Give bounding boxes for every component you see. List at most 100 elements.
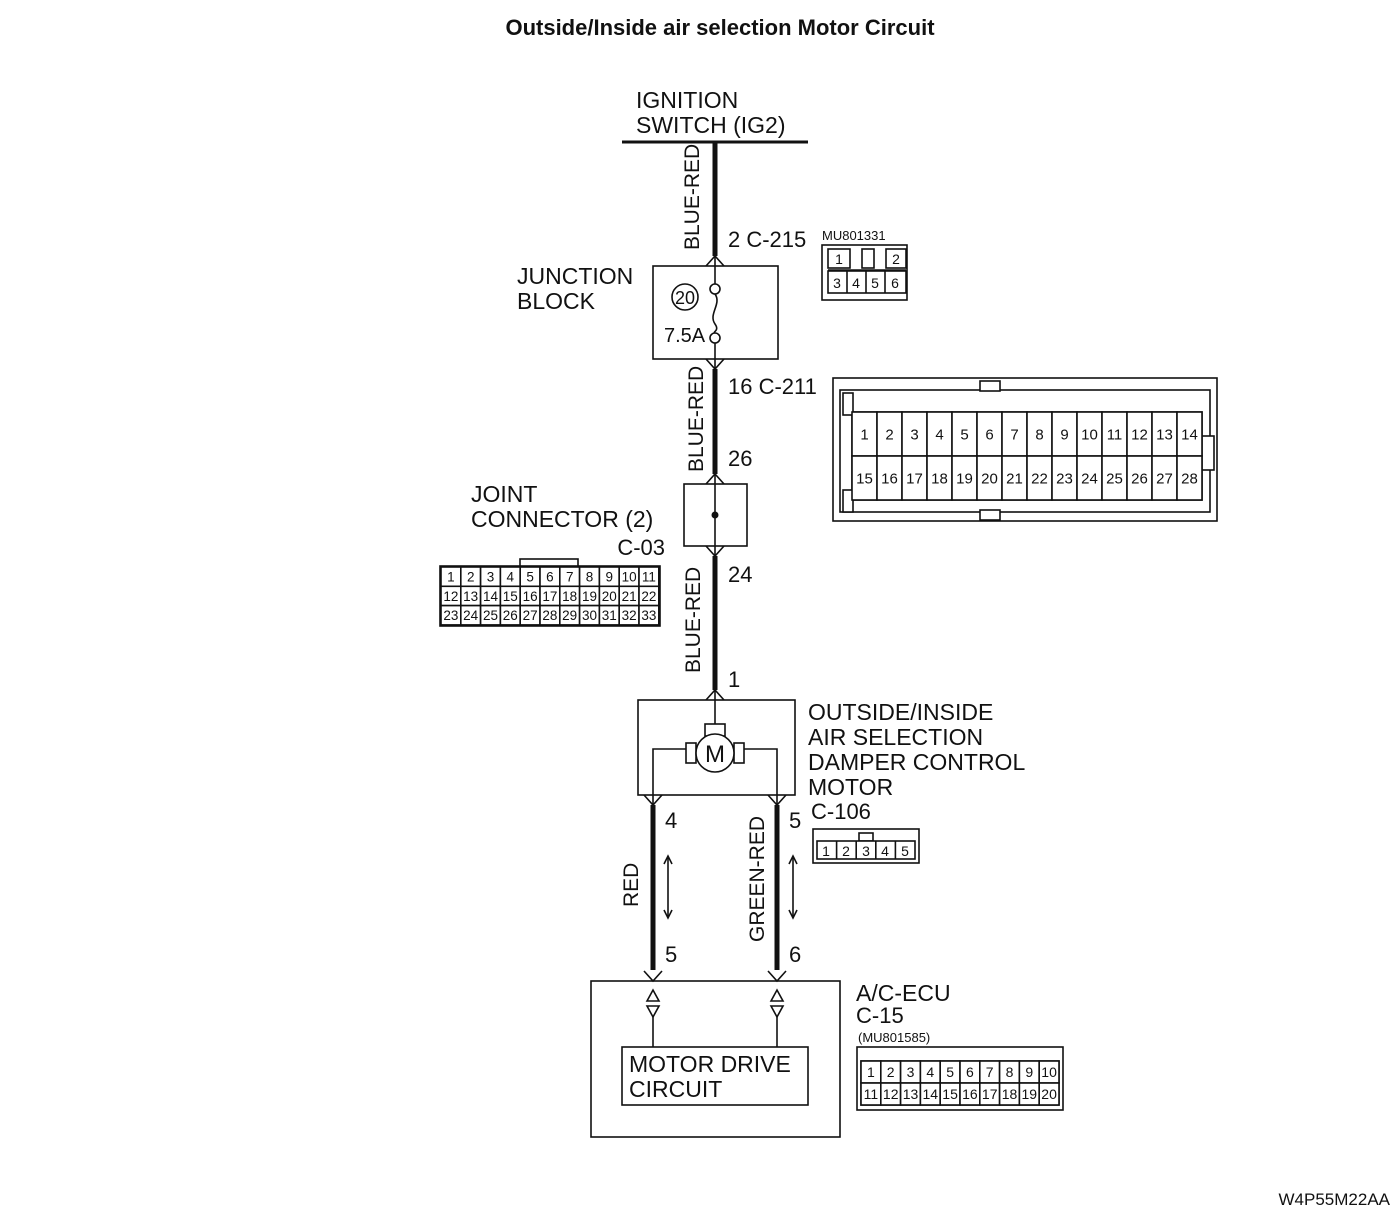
c03-pin-1: 1: [447, 570, 455, 585]
joint-pin-in: 26: [728, 446, 752, 471]
c03-pin-7: 7: [566, 570, 574, 585]
joint-connector-code: C-03: [617, 535, 665, 560]
c211-pin-17: 17: [906, 470, 923, 487]
c106-pin-4: 4: [881, 843, 889, 859]
c15-pin-8: 8: [1006, 1064, 1014, 1080]
c15-pin-20: 20: [1041, 1086, 1057, 1102]
c106-connector-face: 1 2 3 4 5: [812, 828, 920, 864]
c211-pin-cell: [1001, 411, 1028, 457]
motor-label-2: AIR SELECTION: [808, 724, 983, 750]
c15-pin-16: 16: [962, 1086, 978, 1102]
fuse-terminal-top: [709, 283, 721, 295]
wire-label-blue-red-2: BLUE-RED: [685, 366, 708, 472]
wire-label-green-red: GREEN-RED: [746, 816, 769, 942]
fuse-icon: [712, 293, 718, 334]
ecu-connector-code: C-15: [856, 1003, 904, 1028]
c106-pin-1: 1: [822, 843, 830, 859]
c211-pin-21: 21: [1006, 470, 1023, 487]
c03-pin-cell: [638, 604, 660, 626]
fuse-terminal-bottom: [709, 332, 721, 344]
c15-pin-4: 4: [926, 1064, 934, 1080]
c03-pin-2: 2: [467, 570, 475, 585]
joint-connector-label-2: CONNECTOR (2): [471, 506, 653, 532]
motor-label-3: DAMPER CONTROL: [808, 749, 1025, 775]
ecu-pin-left: 5: [665, 942, 677, 967]
c211-pin-9: 9: [1060, 426, 1068, 443]
c211-pin-5: 5: [960, 426, 968, 443]
fuse-rating: 7.5A: [664, 325, 706, 347]
wire-label-blue-red-3: BLUE-RED: [682, 567, 705, 673]
motor-terminal-left: [685, 742, 697, 764]
c03-pin-28: 28: [542, 608, 557, 623]
c15-pin-6: 6: [966, 1064, 974, 1080]
motor-pin-left: 4: [665, 808, 677, 833]
motor-symbol: M: [705, 741, 725, 768]
c215-pin-2: 2: [892, 251, 900, 267]
c03-pin-3: 3: [487, 570, 495, 585]
c211-pin-cell: [1176, 455, 1203, 501]
ecu-input-arrow-left-icon: [645, 988, 661, 1019]
c211-pin-19: 19: [956, 470, 973, 487]
c03-pin-26: 26: [503, 608, 518, 623]
c211-pin-15: 15: [856, 470, 873, 487]
c211-pin-cell: [851, 455, 878, 501]
bidirectional-arrow-green-red: [788, 854, 798, 920]
c15-pin-3: 3: [907, 1064, 915, 1080]
ecu-right-connector-mark: [767, 970, 787, 983]
c15-pin-7: 7: [986, 1064, 994, 1080]
c211-pin-16: 16: [881, 470, 898, 487]
c03-pin-8: 8: [586, 570, 594, 585]
c15-pin-9: 9: [1025, 1064, 1033, 1080]
c215-part-number: MU801331: [822, 228, 886, 243]
motor-label-1: OUTSIDE/INSIDE: [808, 699, 993, 725]
c03-pin-24: 24: [463, 608, 479, 623]
c03-pin-5: 5: [526, 570, 534, 585]
c03-pin-30: 30: [582, 608, 597, 623]
c03-pin-33: 33: [641, 608, 656, 623]
c211-pin-10: 10: [1081, 426, 1098, 443]
c03-pin-20: 20: [602, 589, 617, 604]
figure-code: W4P55M22AA: [1279, 1190, 1391, 1209]
c211-pin-cell: [901, 455, 928, 501]
jb-conn-bottom-label: 16 C-211: [728, 374, 817, 399]
motor-pin-top: 1: [728, 667, 740, 692]
c211-pin-cell: [1126, 455, 1153, 501]
c211-pin-25: 25: [1106, 470, 1123, 487]
c211-pin-12: 12: [1131, 426, 1148, 443]
joint-pin-out: 24: [728, 562, 752, 587]
c211-pin-22: 22: [1031, 470, 1048, 487]
c211-pin-cell: [1151, 455, 1178, 501]
c03-pin-21: 21: [622, 589, 637, 604]
c03-pin-16: 16: [523, 589, 538, 604]
motor-drive-circuit-box: [621, 1046, 809, 1106]
c211-pin-6: 6: [985, 426, 993, 443]
joint-splice-dot: [711, 511, 719, 519]
ecu-input-arrow-right-icon: [769, 988, 785, 1019]
c211-pin-20: 20: [981, 470, 998, 487]
c106-pin-2: 2: [842, 843, 850, 859]
c15-pin-5: 5: [946, 1064, 954, 1080]
junction-block-label-1: JUNCTION: [517, 263, 633, 289]
c03-pin-4: 4: [507, 570, 515, 585]
c15-pin-19: 19: [1022, 1086, 1038, 1102]
c211-pin-13: 13: [1156, 426, 1173, 443]
c211-pin-11: 11: [1107, 426, 1123, 443]
c03-pin-11: 11: [642, 570, 656, 585]
c211-pin-23: 23: [1056, 470, 1073, 487]
c211-pin-cell: [876, 411, 903, 457]
c106-pin-5: 5: [901, 843, 909, 859]
c15-pin-12: 12: [883, 1086, 899, 1102]
c211-pin-cell: [1126, 411, 1153, 457]
diagram-title: Outside/Inside air selection Motor Circu…: [505, 15, 935, 40]
c215-pin-3: 3: [833, 275, 841, 291]
ecu-label: A/C-ECU: [856, 980, 951, 1006]
c15-pin-15: 15: [942, 1086, 958, 1102]
motor-terminal-right: [733, 742, 745, 764]
ignition-label-2: SWITCH (IG2): [636, 112, 786, 138]
motor-wire-left: [652, 748, 686, 805]
motor-wire-right: [744, 748, 778, 805]
